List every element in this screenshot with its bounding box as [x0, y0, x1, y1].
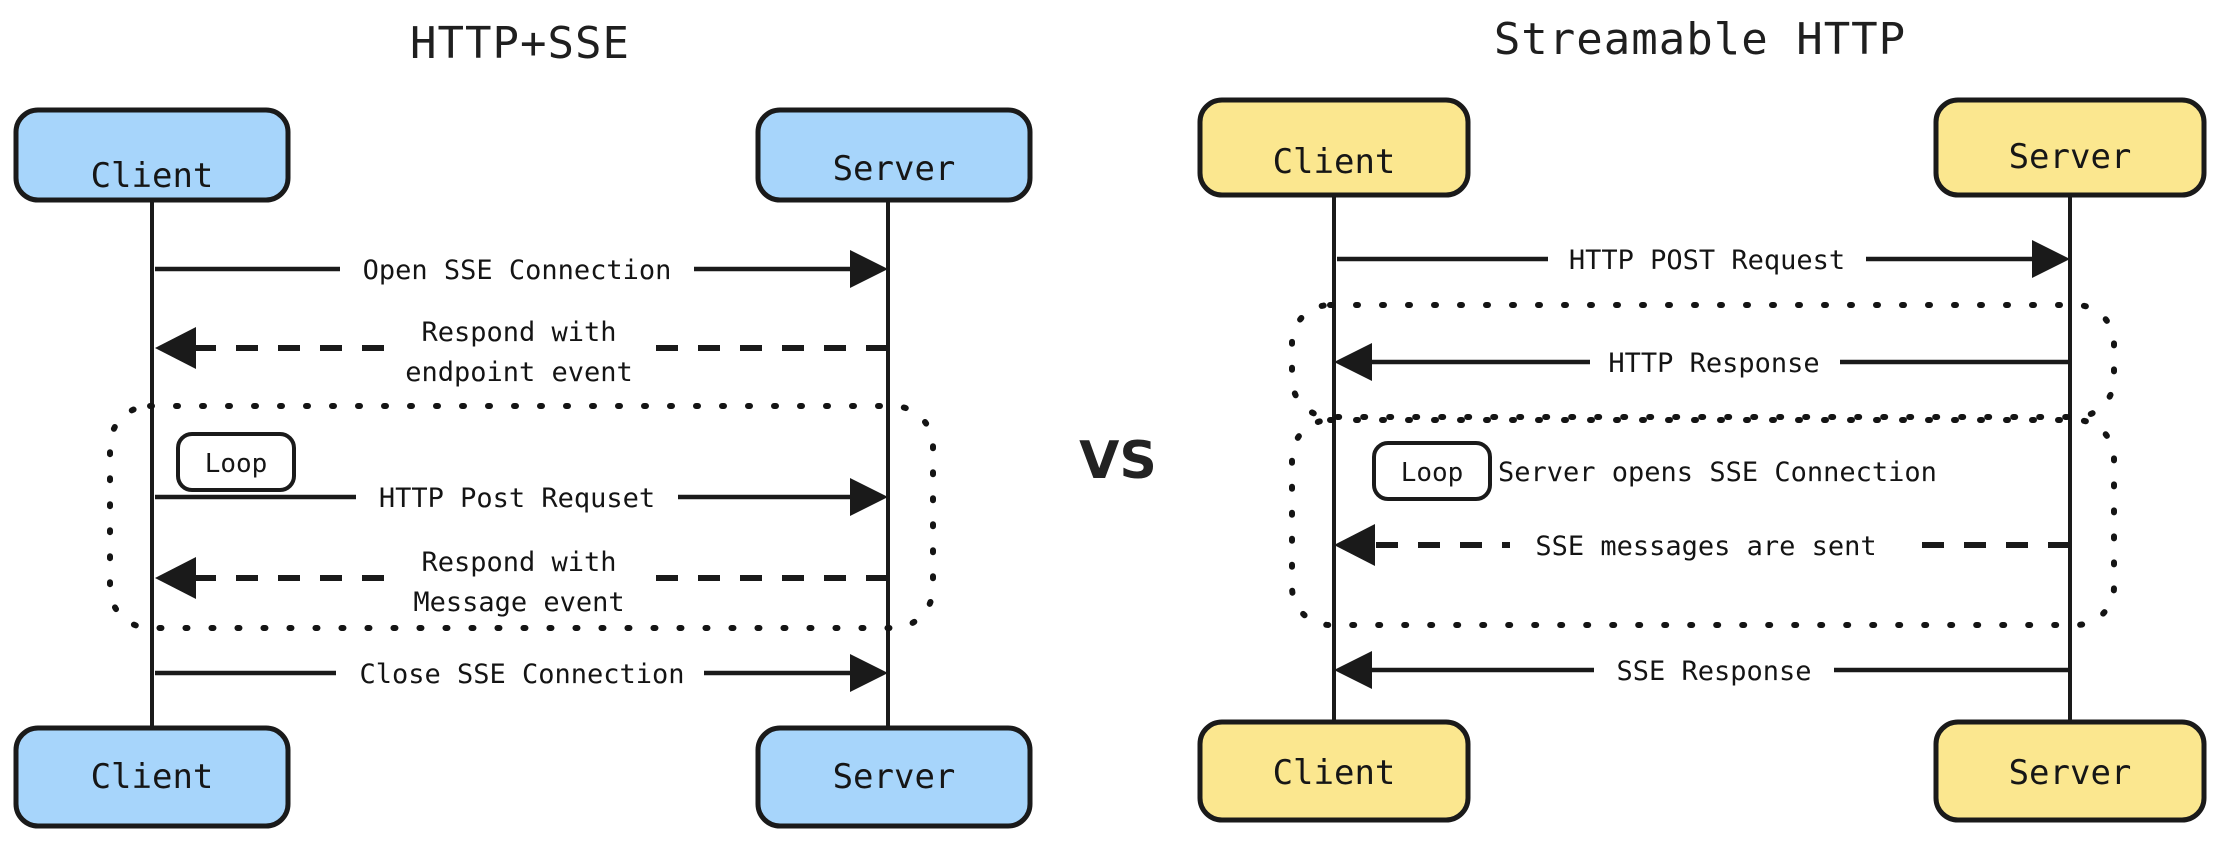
- actor-server-top-left[interactable]: Server: [755, 107, 1033, 203]
- message-label: SSE messages are sent: [1535, 531, 1876, 562]
- message-label-line2: Message event: [413, 587, 624, 618]
- loop-tag-box: [1372, 441, 1492, 501]
- message-respond-message-event: Respond with Message event: [155, 547, 888, 618]
- diagram-title-http-sse: HTTP+SSE: [410, 18, 630, 69]
- actor-client-top-left[interactable]: Client: [13, 107, 291, 203]
- diagram-title-streamable-http: Streamable HTTP: [1494, 14, 1906, 65]
- message-sse-messages-are-sent: SSE messages are sent: [1334, 524, 2070, 566]
- actor-label: Client: [1273, 142, 1396, 182]
- message-http-response: HTTP Response: [1334, 343, 2070, 381]
- actor-box: [1933, 97, 2207, 198]
- loop-region-response-right: [1289, 302, 2117, 420]
- actor-label: Client: [1273, 753, 1396, 793]
- actor-client-bottom-left[interactable]: Client: [13, 725, 291, 829]
- message-label-line1: Respond with: [421, 547, 616, 578]
- actor-server-top-right[interactable]: Server: [1933, 97, 2207, 198]
- label-backdrop: [1590, 343, 1840, 381]
- message-label-line1: Respond with: [421, 317, 616, 348]
- arrowhead-right-icon: [850, 478, 888, 516]
- actor-server-bottom-left[interactable]: Server: [755, 725, 1033, 829]
- arrowhead-right-icon: [850, 654, 888, 692]
- label-backdrop: [336, 654, 704, 692]
- arrowhead-right-icon: [850, 250, 888, 288]
- message-label: HTTP POST Request: [1569, 245, 1845, 276]
- actor-box: [13, 107, 291, 203]
- actor-label: Client: [91, 757, 214, 797]
- arrowhead-left-icon: [155, 327, 196, 369]
- label-backdrop: [1548, 240, 1866, 278]
- message-label: SSE Response: [1616, 656, 1811, 687]
- vs-separator-label: VS: [1079, 431, 1157, 491]
- actor-client-bottom-right[interactable]: Client: [1197, 719, 1471, 823]
- message-label: HTTP Response: [1608, 348, 1819, 379]
- message-open-sse-connection: Open SSE Connection: [155, 250, 888, 288]
- actor-box: [1197, 719, 1471, 823]
- loop-tag-right[interactable]: Loop: [1372, 441, 1492, 501]
- arrowhead-left-icon: [1334, 651, 1372, 689]
- actor-label: Client: [91, 156, 214, 196]
- actor-box: [755, 725, 1033, 829]
- actor-label: Server: [833, 757, 956, 797]
- arrowhead-right-icon: [2032, 240, 2070, 278]
- message-close-sse-connection: Close SSE Connection: [155, 654, 888, 692]
- label-backdrop: [1510, 527, 1902, 564]
- actor-label: Server: [833, 149, 956, 189]
- loop-tag-box: [176, 432, 296, 492]
- loop-tag-label: Loop: [205, 449, 268, 479]
- message-sse-response: SSE Response: [1334, 651, 2070, 689]
- arrowhead-left-icon: [1334, 524, 1375, 566]
- message-label: Close SSE Connection: [359, 659, 684, 690]
- actor-box: [13, 725, 291, 829]
- message-http-post-requset: HTTP Post Requset: [155, 478, 888, 516]
- label-backdrop: [392, 322, 650, 374]
- actor-box: [1197, 97, 1471, 198]
- loop-region-left: [107, 403, 936, 631]
- diagram-streamable-http: Streamable HTTP Client Server HTTP POST …: [1197, 14, 2207, 823]
- loop-note-label: Server opens SSE Connection: [1498, 457, 1937, 488]
- message-label: HTTP Post Requset: [379, 483, 655, 514]
- message-http-post-request: HTTP POST Request: [1337, 240, 2070, 278]
- arrowhead-left-icon: [1334, 343, 1372, 381]
- label-backdrop: [356, 478, 678, 516]
- label-backdrop: [340, 250, 694, 288]
- diagram-http-sse: HTTP+SSE Client Server Open SSE Connecti…: [13, 18, 1033, 829]
- actor-label: Server: [2009, 753, 2132, 793]
- message-respond-endpoint-event: Respond with endpoint event: [155, 317, 888, 388]
- actor-client-top-right[interactable]: Client: [1197, 97, 1471, 198]
- actor-server-bottom-right[interactable]: Server: [1933, 719, 2207, 823]
- actor-label: Server: [2009, 137, 2132, 177]
- actor-box: [755, 107, 1033, 203]
- loop-tag-label: Loop: [1401, 458, 1464, 488]
- label-backdrop: [1594, 651, 1834, 689]
- message-label: Open SSE Connection: [363, 255, 672, 286]
- message-label-line2: endpoint event: [405, 357, 633, 388]
- actor-box: [1933, 719, 2207, 823]
- loop-tag-left[interactable]: Loop: [176, 432, 296, 492]
- label-backdrop: [392, 552, 650, 604]
- arrowhead-left-icon: [155, 557, 196, 599]
